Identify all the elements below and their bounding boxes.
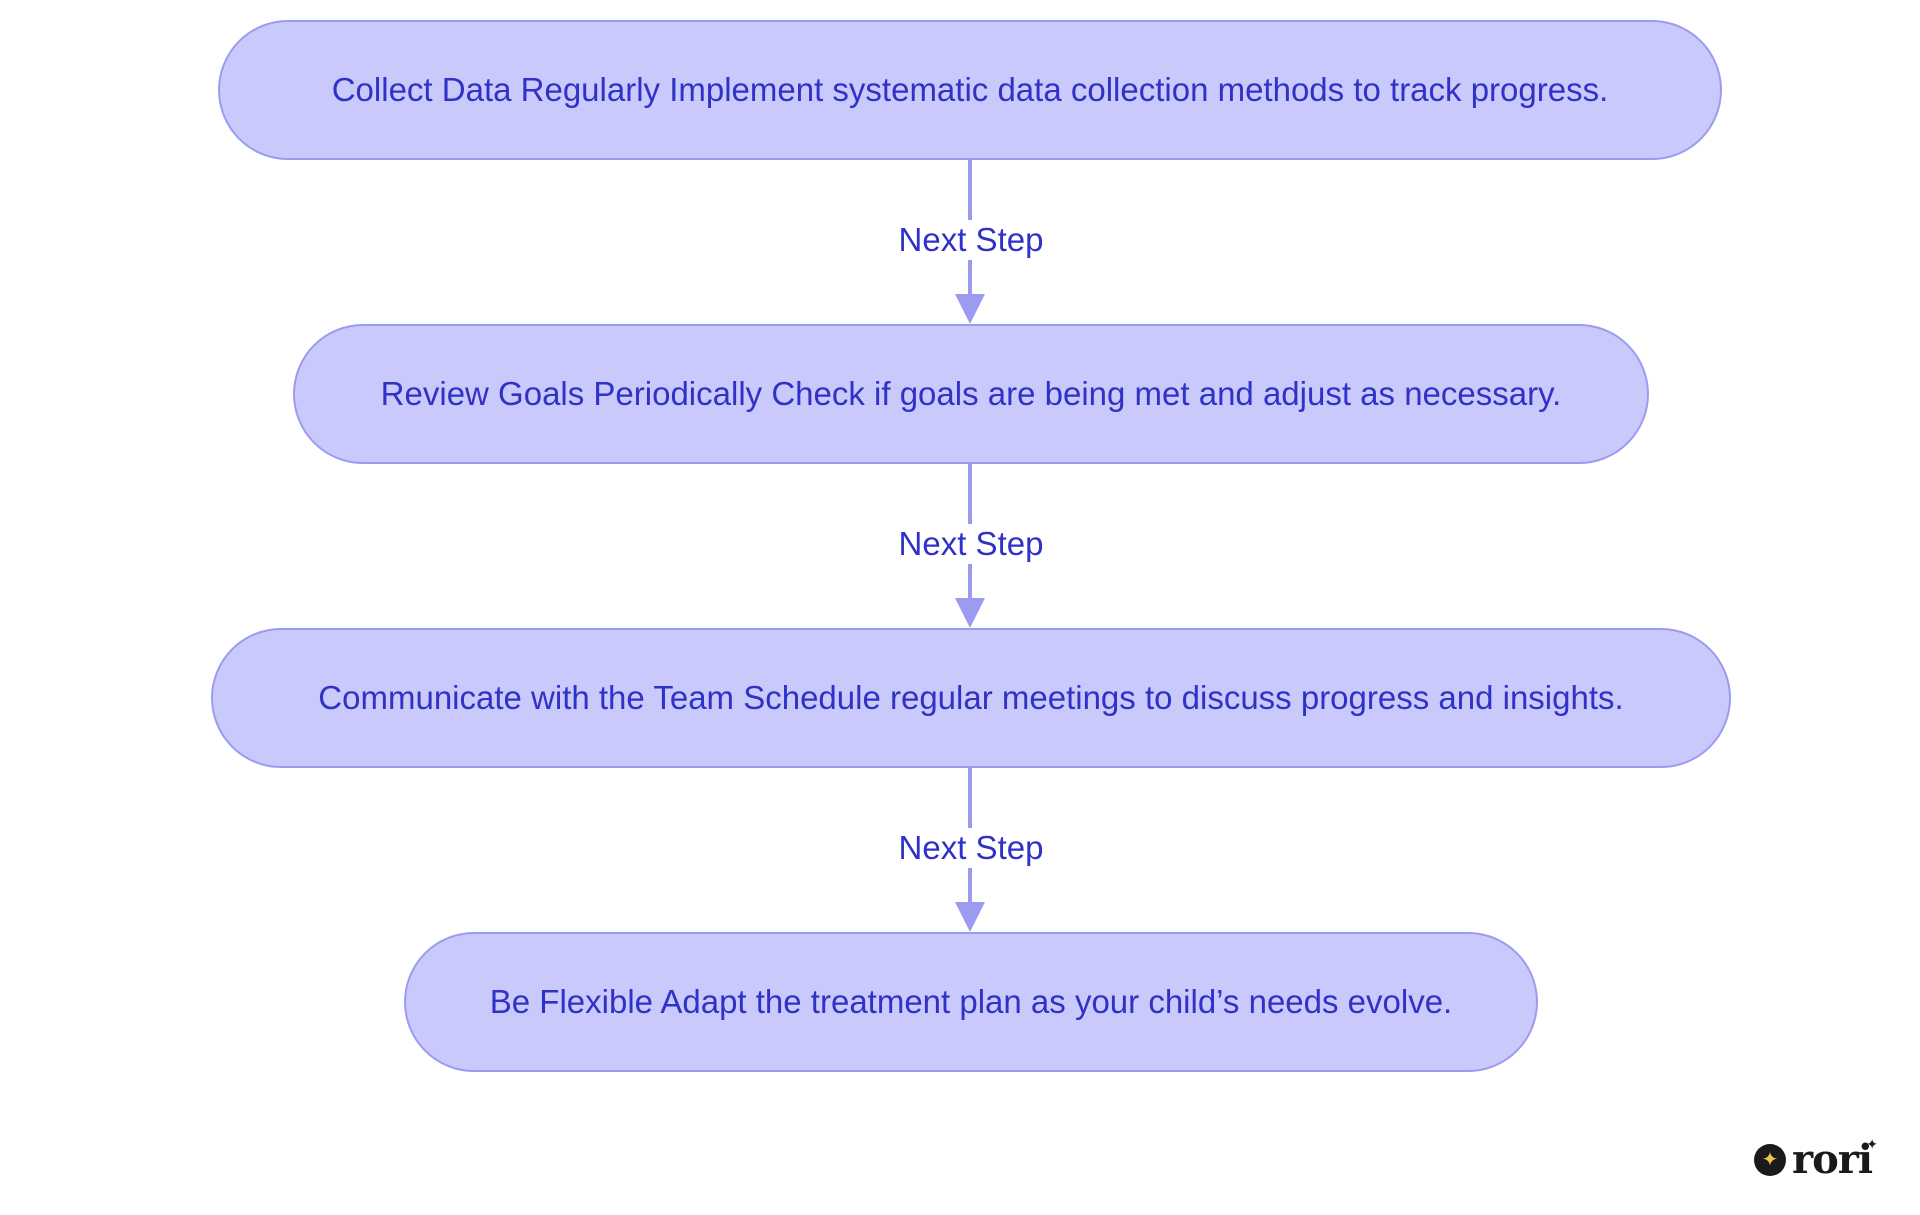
step-communicate-team-text: Communicate with the Team Schedule regul… [318, 679, 1624, 716]
brand-logo: ✦ rori ✦ [1754, 1136, 1880, 1183]
edge-label-next-step: Next Step [871, 828, 1071, 868]
step-review-goals: Review Goals Periodically Check if goals… [293, 324, 1649, 464]
star-icon: ✦ [1754, 1144, 1786, 1176]
step-review-goals-text: Review Goals Periodically Check if goals… [380, 375, 1562, 412]
step-collect-data: Collect Data Regularly Implement systema… [218, 20, 1722, 160]
step-communicate-team: Communicate with the Team Schedule regul… [211, 628, 1731, 768]
arrowhead-1 [955, 294, 985, 324]
edge-label-next-step: Next Step [871, 220, 1071, 260]
arrowhead-2 [955, 598, 985, 628]
edge-label-next-step: Next Step [871, 524, 1071, 564]
sparkle-icon: ✦ [1866, 1136, 1878, 1152]
arrowhead-3 [955, 902, 985, 932]
step-collect-data-text: Collect Data Regularly Implement systema… [331, 71, 1609, 108]
step-be-flexible: Be Flexible Adapt the treatment plan as … [404, 932, 1538, 1072]
step-be-flexible-text: Be Flexible Adapt the treatment plan as … [489, 983, 1453, 1020]
logo-wordmark: rori [1792, 1136, 1873, 1183]
